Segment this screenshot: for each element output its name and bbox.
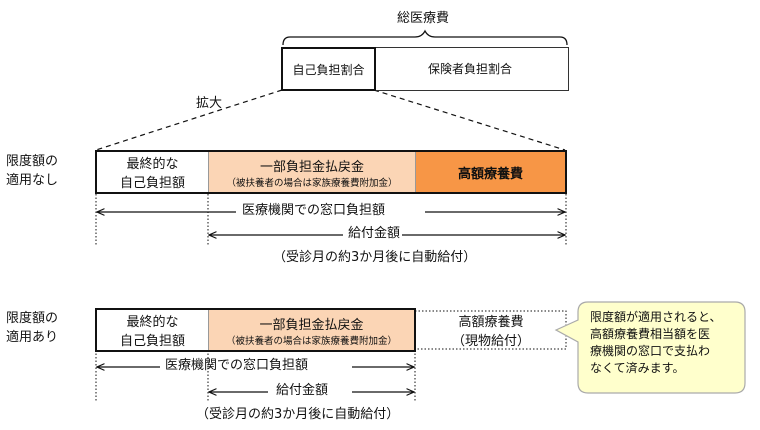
row1-refund-note: （被扶養者の場合は家族療養費附加金）: [226, 177, 398, 189]
callout-line-3: 療機関の窓口で支払わ: [590, 344, 711, 358]
callout-line-4: なくて済みます。: [590, 361, 685, 375]
expand-label: 拡大: [196, 96, 223, 111]
row2-high-cost-line2: （現物給付）: [451, 334, 530, 349]
row1-high-cost-label: 高額療養費: [457, 166, 523, 182]
row2-side-label-line1: 限度額の: [6, 311, 59, 326]
row2-high-cost-line1: 高額療養費: [458, 315, 524, 330]
row1-side-label-line1: 限度額の: [6, 154, 59, 169]
row2-side-label-line2: 適用あり: [6, 330, 59, 345]
self-share-box: 自己負担割合: [281, 47, 376, 91]
callout-line-2: 高額療養費相当額を医: [590, 327, 711, 341]
row2-auto-note: （受診月の約3か月後に自動給付）: [196, 407, 400, 422]
row1-final-burden-cell: 最終的な 自己負担額: [97, 152, 208, 192]
row2-final-burden-line2: 自己負担額: [119, 334, 185, 349]
row2-window-label: 医療機関での窓口負担額: [165, 358, 309, 373]
total-brace: [282, 29, 568, 46]
total-medical-cost-label: 総医療費: [397, 11, 450, 26]
row1-window-label: 医療機関での窓口負担額: [242, 203, 386, 218]
expand-line-right: [373, 89, 566, 151]
insurer-share-label: 保険者負担割合: [428, 62, 513, 76]
self-share-label: 自己負担割合: [292, 62, 365, 77]
row2-benefit-label: 給付金額: [276, 383, 329, 398]
row2-bar: [95, 308, 416, 352]
row2-final-burden-line1: 最終的な: [126, 315, 179, 330]
row1-final-burden-line1: 最終的な: [126, 157, 179, 172]
row2-refund-note: （被扶養者の場合は家族療養費附加金）: [225, 335, 397, 347]
row1-bar: [95, 150, 567, 194]
row1-side-label-line2: 適用なし: [6, 173, 59, 188]
row1-auto-note: （受診月の約3か月後に自動給付）: [273, 250, 477, 265]
callout-text: 限度額が適用されると、 高額療養費相当額を医 療機関の窓口で支払わ なくて済みま…: [590, 309, 722, 377]
expand-line-left: [95, 89, 283, 151]
row2-final-burden-cell: 最終的な 自己負担額: [97, 310, 208, 350]
row2-refund-title: 一部負担金払戻金: [259, 317, 364, 333]
row2-refund-cell: 一部負担金払戻金 （被扶養者の場合は家族療養費附加金）: [208, 310, 414, 350]
row2-high-cost-cell: 高額療養費 （現物給付）: [416, 311, 566, 349]
row1-refund-title: 一部負担金払戻金: [259, 159, 364, 175]
row1-high-cost-cell: 高額療養費: [415, 152, 565, 192]
callout-bubble: [554, 301, 746, 394]
row1-final-burden-line2: 自己負担額: [119, 176, 185, 191]
row1-refund-cell: 一部負担金払戻金 （被扶養者の場合は家族療養費附加金）: [208, 152, 415, 192]
callout-line-1: 限度額が適用されると、: [590, 310, 722, 324]
row1-benefit-label: 給付金額: [348, 226, 401, 241]
